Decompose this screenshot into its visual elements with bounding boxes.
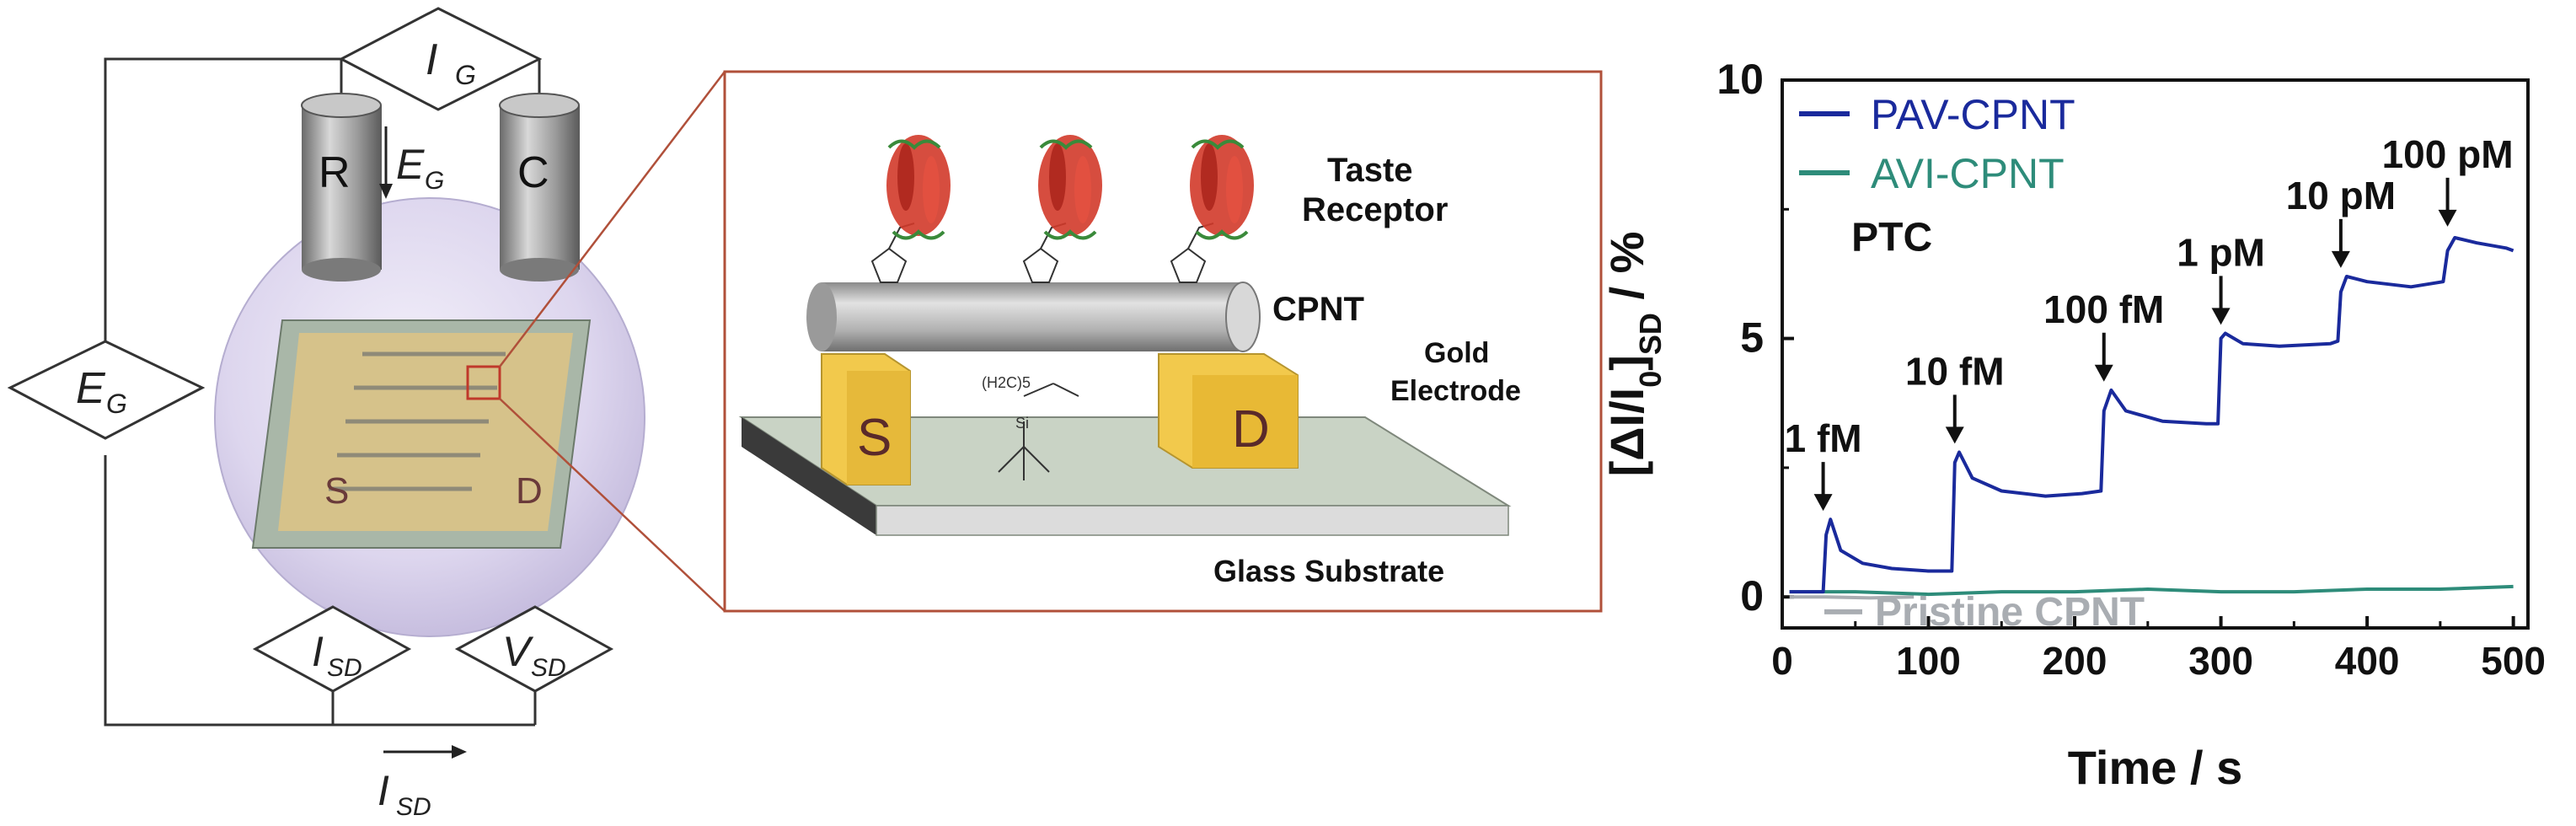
gate-voltage-label: E xyxy=(76,364,106,413)
reference-electrode xyxy=(301,93,382,282)
legend-label: AVI-CPNT xyxy=(1871,150,2065,197)
annotation-label: 100 fM xyxy=(2043,287,2164,331)
legend-label: PAV-CPNT xyxy=(1871,91,2075,138)
gate-voltage-arrowhead xyxy=(379,184,393,199)
glass-substrate-side xyxy=(876,505,1509,536)
annotation-label: 100 pM xyxy=(2382,132,2514,176)
annotation-label: 10 pM xyxy=(2286,174,2396,217)
zoom-line-bottom xyxy=(499,398,726,612)
counter-electrode xyxy=(499,93,580,282)
y-axis-label-unit: / % xyxy=(1600,232,1653,313)
annotation-label: 1 pM xyxy=(2177,230,2265,274)
gate-voltage-arrow-sub: G xyxy=(425,167,444,195)
zoom-line-top xyxy=(499,71,726,367)
sd-current-sub: SD xyxy=(327,654,362,682)
y-tick-label: 10 xyxy=(1716,56,1764,103)
x-tick-label: 400 xyxy=(2335,639,2400,683)
y-axis-label-subsd: SD xyxy=(1633,313,1668,355)
sd-voltage-label: V xyxy=(502,628,534,675)
silane-linker xyxy=(998,383,1079,480)
device-inset: S D (H2C)5 Si xyxy=(723,70,1603,613)
chart-axes: 0 100 200 300 400 500 0 5 10 xyxy=(1716,56,2546,683)
sd-current-arrow-sub: SD xyxy=(396,793,431,821)
gate-voltage-arrow-label: E xyxy=(396,141,425,188)
chart-legend: PAV-CPNT AVI-CPNT Pristine CPNT xyxy=(1799,91,2145,635)
response-chart: 0 100 200 300 400 500 0 5 10 PTC 1 fM 10 fM 100 fM 1… xyxy=(1600,56,2546,794)
x-tick-label: 500 xyxy=(2481,639,2546,683)
x-tick-label: 0 xyxy=(1771,639,1793,683)
annotation-arrowhead xyxy=(2211,308,2231,325)
x-tick-label: 100 xyxy=(1896,639,1961,683)
legend-label: Pristine CPNT xyxy=(1875,590,2145,635)
chip-source-label: S xyxy=(324,470,349,512)
y-tick-label: 5 xyxy=(1740,314,1764,362)
chip-drain-label: D xyxy=(516,470,543,512)
x-tick-label: 200 xyxy=(2043,639,2107,683)
annotation-arrowhead xyxy=(2094,364,2113,382)
y-axis-label-sub0: 0 xyxy=(1633,371,1668,388)
sd-current-arrowhead xyxy=(452,745,467,759)
y-tick-label: 0 xyxy=(1740,572,1764,620)
sd-current-label: I xyxy=(312,628,324,675)
sd-voltage-sub: SD xyxy=(531,654,566,682)
reference-electrode-label: R xyxy=(319,148,351,197)
sd-current-meter xyxy=(252,605,412,693)
sd-voltage-source xyxy=(454,605,614,693)
annotation-label: 1 fM xyxy=(1785,416,1862,460)
annotation-arrowhead xyxy=(1945,426,1964,444)
annotation-arrowhead xyxy=(2331,250,2350,268)
source-label: S xyxy=(857,409,892,467)
drain-label: D xyxy=(1232,400,1270,459)
gold-label-line1: Gold xyxy=(1424,337,1489,369)
series-line-0 xyxy=(1789,236,2514,594)
annotation-arrowhead xyxy=(1813,494,1833,512)
annotation-label: PTC xyxy=(1851,215,1932,260)
y-axis-label-close: ] xyxy=(1600,355,1653,371)
chip-fingers xyxy=(329,351,506,491)
taste-label-line1: Taste xyxy=(1327,152,1413,189)
plot-frame xyxy=(1781,78,2530,630)
source-electrode-front xyxy=(847,371,910,485)
cpnt-label: CPNT xyxy=(1272,291,1364,328)
linker-label: (H2C)5 xyxy=(982,374,1031,391)
glass-substrate-front xyxy=(742,417,876,535)
gate-current-meter xyxy=(338,7,543,111)
y-axis-label: [ΔI/I0]SD / % xyxy=(1600,232,1668,477)
gate-voltage-sub: G xyxy=(106,389,127,419)
series-line-1 xyxy=(1789,584,2514,597)
y-axis-label-main: [ΔI/I xyxy=(1600,388,1653,477)
glass-label: Glass Substrate xyxy=(1213,554,1444,588)
chart-series xyxy=(1789,236,2514,600)
taste-receptors xyxy=(886,135,1254,240)
drain-electrode-front xyxy=(1192,375,1298,468)
x-axis-label: Time / s xyxy=(2068,741,2243,794)
zoom-region xyxy=(466,365,501,400)
annotation-arrowhead xyxy=(2438,209,2457,227)
circuit-schematic: I G E G R C E G xyxy=(7,7,645,821)
gate-current-label: I xyxy=(426,35,437,84)
gate-voltage-source xyxy=(7,340,206,440)
gold-label-line2: Electrode xyxy=(1390,375,1521,407)
gate-current-sub: G xyxy=(455,60,476,90)
sd-current-arrow-label: I xyxy=(378,767,389,814)
x-tick-label: 300 xyxy=(2188,639,2253,683)
series-line-2 xyxy=(1789,595,1915,600)
counter-electrode-label: C xyxy=(517,148,549,197)
annotation-label: 10 fM xyxy=(1905,349,2005,393)
taste-label-line2: Receptor xyxy=(1302,191,1448,228)
cpnt-nanotube xyxy=(806,282,1261,352)
silicon-label: Si xyxy=(1015,415,1029,432)
